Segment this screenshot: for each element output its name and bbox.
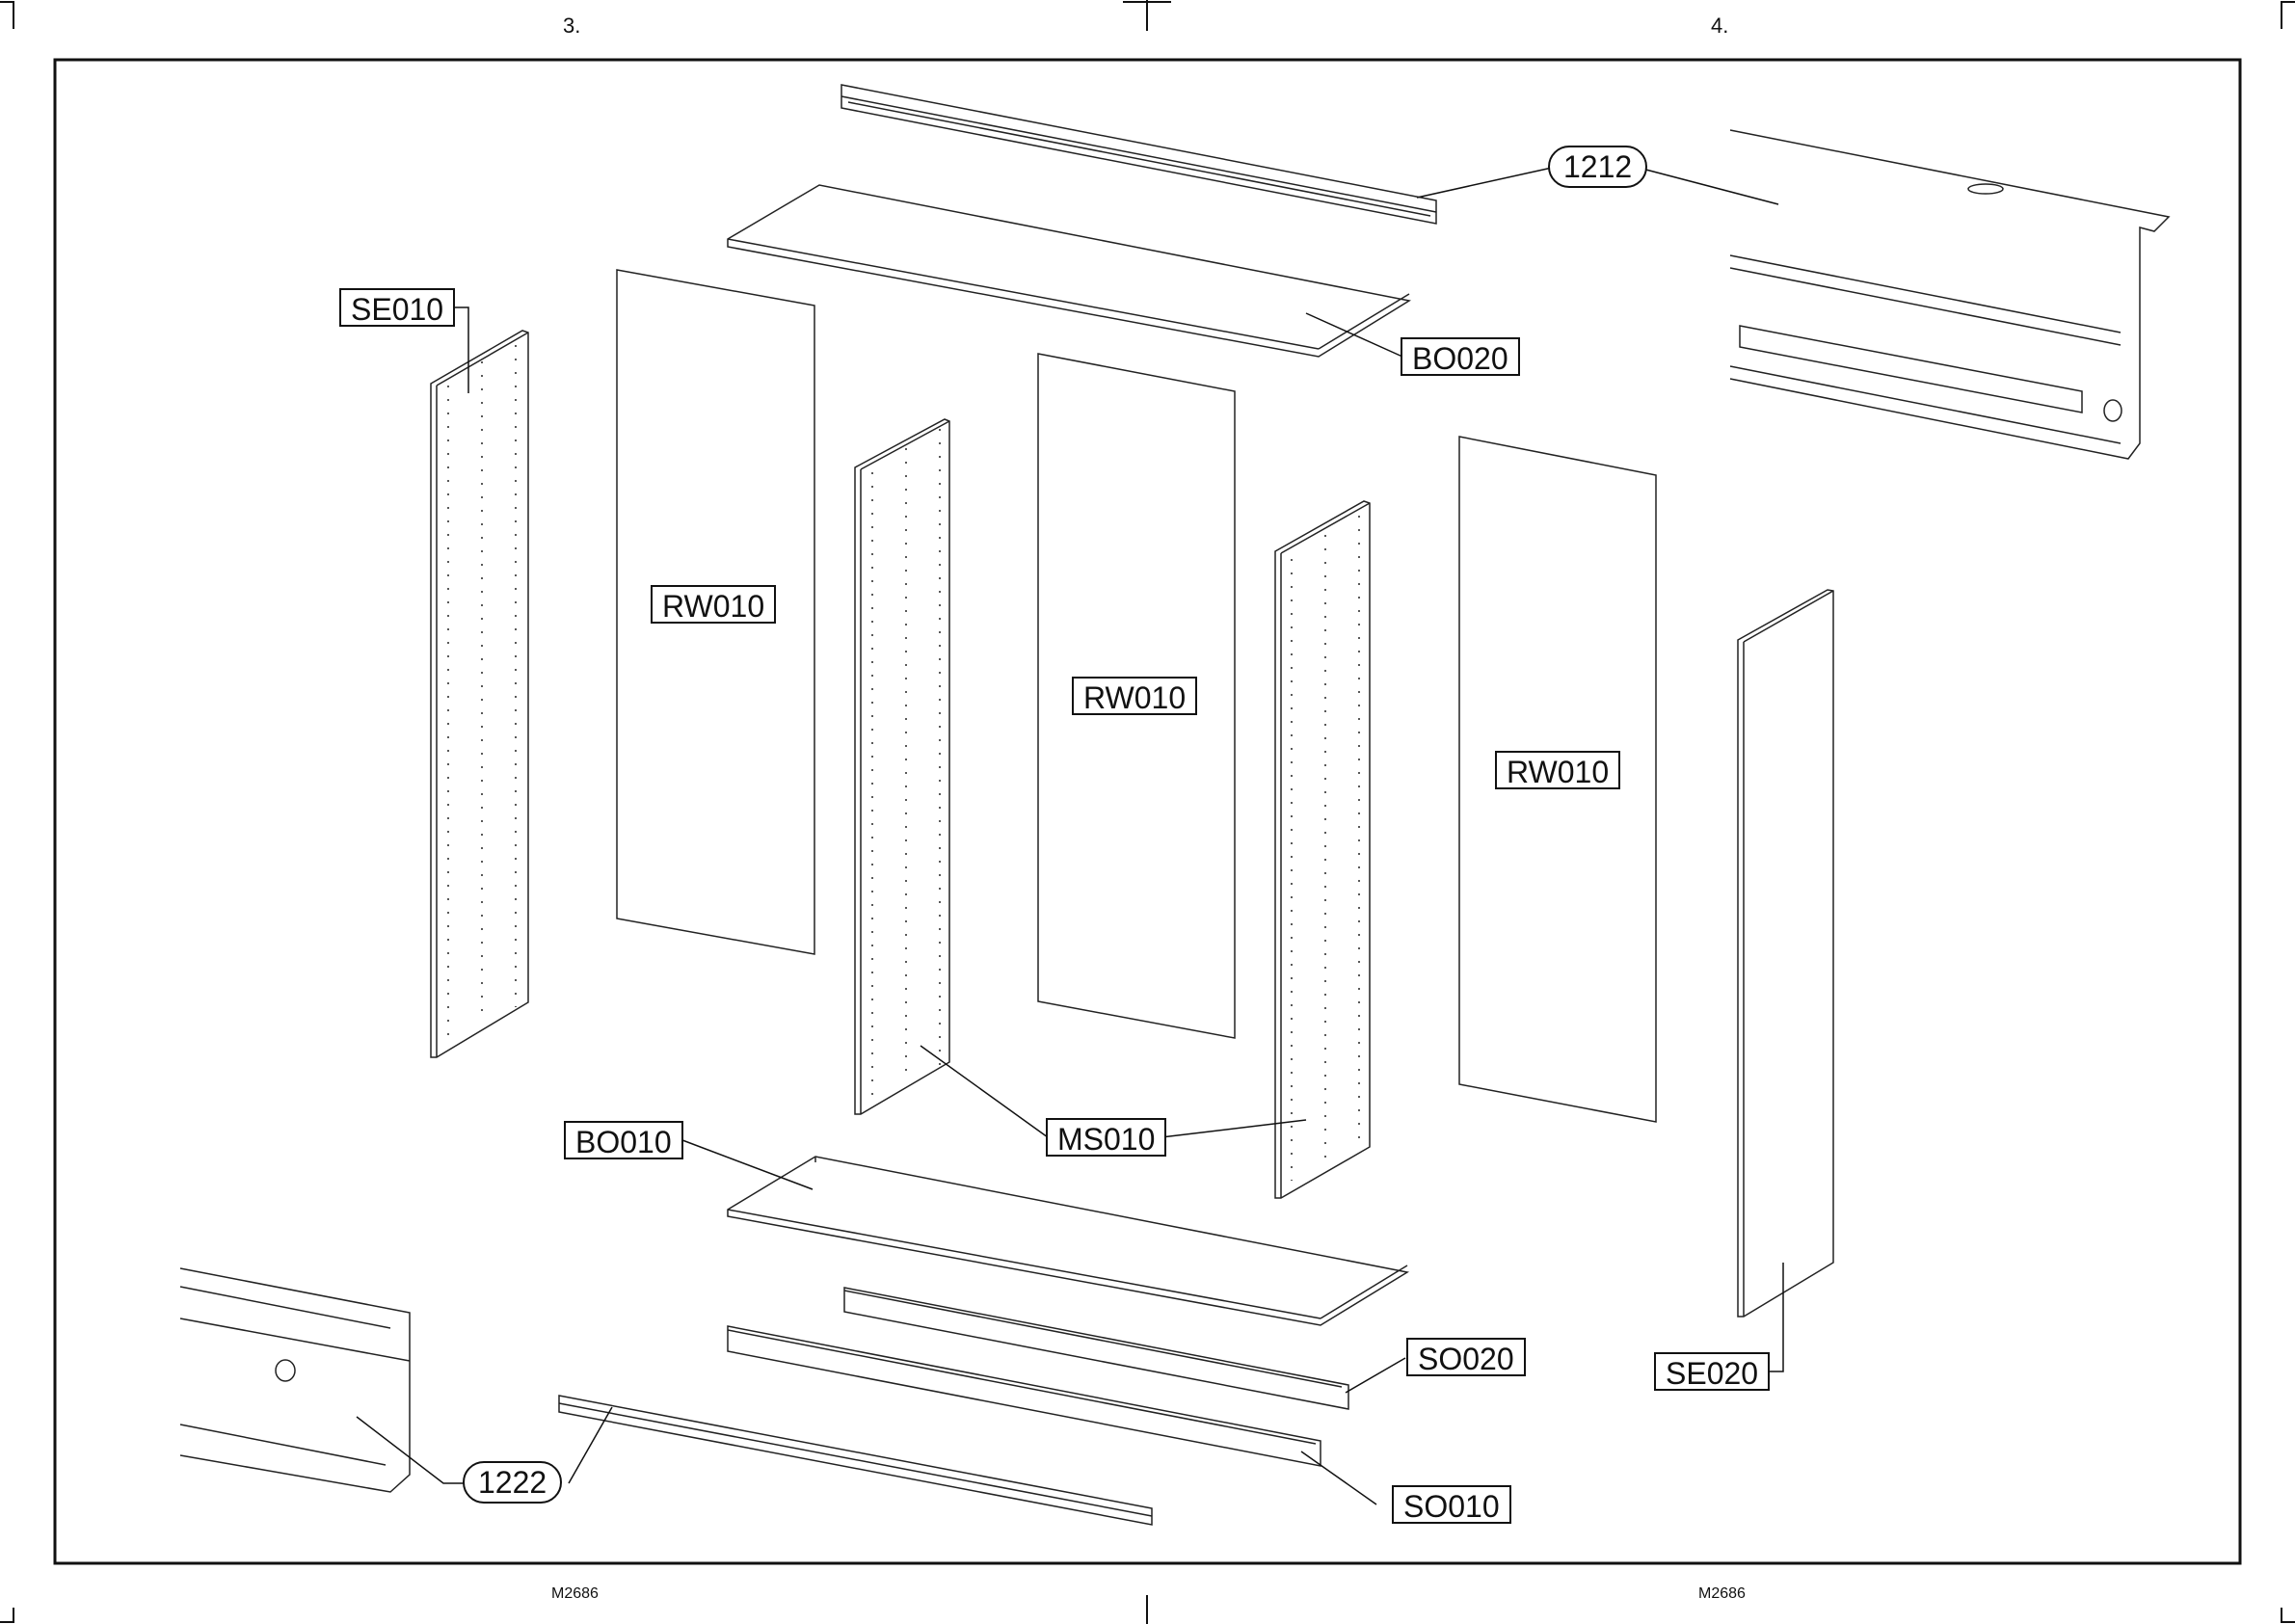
label-top-panel: BO020: [1401, 337, 1520, 376]
sheet-code-right: M2686: [1698, 1585, 1746, 1603]
top-rail-detail: [1730, 130, 2169, 459]
label-plinth-front: SO010: [1392, 1485, 1511, 1524]
leader-lines: [357, 168, 1783, 1504]
page-number-left: 3.: [563, 13, 580, 39]
label-plinth-back: SO020: [1406, 1338, 1526, 1376]
label-back-wall-3: RW010: [1495, 751, 1620, 789]
bottom-rail-part: [559, 1396, 1152, 1525]
bottom-rail-detail: [180, 1268, 410, 1492]
bottom-panel-part: [728, 1157, 1407, 1325]
label-back-wall-1: RW010: [651, 585, 776, 624]
label-side-left: SE010: [339, 288, 455, 327]
label-bottom-panel: BO010: [564, 1121, 683, 1159]
sheet-code-left: M2686: [551, 1585, 599, 1603]
top-rail-part: [841, 85, 1436, 224]
label-top-rail: 1212: [1548, 146, 1647, 188]
page-number-right: 4.: [1711, 13, 1728, 39]
label-middle-side: MS010: [1046, 1118, 1166, 1157]
left-side-panel-part: [431, 331, 528, 1057]
middle-side-panel-2: [1275, 501, 1370, 1198]
right-side-panel-part: [1738, 590, 1833, 1317]
drawing-frame: [55, 60, 2240, 1563]
middle-side-panel-1: [855, 419, 949, 1114]
top-panel-part: [728, 185, 1409, 357]
label-side-right: SE020: [1654, 1352, 1770, 1391]
label-bottom-rail: 1222: [463, 1461, 562, 1504]
plinth-back-part: [844, 1288, 1348, 1409]
label-back-wall-2: RW010: [1072, 677, 1197, 715]
